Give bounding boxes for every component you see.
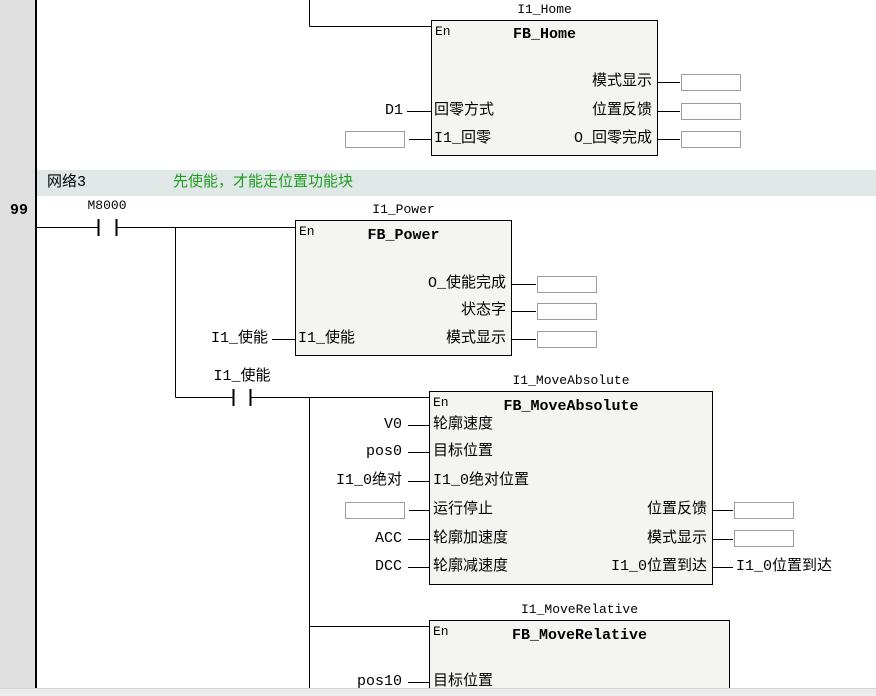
fb-move-relative-block[interactable]: I1_MoveRelative En FB_MoveRelative 目标位置	[429, 603, 730, 690]
fb-move-relative-en-pin: En	[433, 624, 449, 639]
fb-move-absolute-type-name: FB_MoveAbsolute	[503, 398, 639, 415]
fb-move-absolute-input-pin-3: 运行停止	[433, 501, 494, 518]
fb-home-output-operand-field-1[interactable]	[681, 103, 741, 120]
network-3-header[interactable]: 网络3 先使能，才能走位置功能块	[37, 170, 876, 196]
fb-home-en-pin: En	[435, 24, 451, 39]
fb-power-output-operand-field-0[interactable]	[537, 276, 597, 293]
network-3-name: 网络3	[47, 174, 87, 191]
fb-move-absolute-input-pin-5: 轮廓减速度	[433, 558, 509, 575]
fb-move-relative-type-name: FB_MoveRelative	[511, 627, 648, 644]
fb-move-absolute-instance-name: I1_MoveAbsolute	[512, 373, 630, 388]
fb-home-output-pin-0: 模式显示	[591, 73, 652, 90]
fb-move-absolute-output-pin-2: I1_0位置到达	[610, 558, 707, 575]
fb-home-output-operand-field-2[interactable]	[681, 131, 741, 148]
contact-m8000-label[interactable]: M8000	[87, 198, 127, 213]
fb-power-output-operand-field-2[interactable]	[537, 331, 597, 348]
fb-power-output-pin-0: O_使能完成	[427, 275, 506, 292]
fb-move-absolute-output-operand-field-0[interactable]	[734, 502, 794, 519]
fb-move-absolute-output-pin-1: 模式显示	[646, 530, 707, 547]
fb-move-absolute-output-operand-field-1[interactable]	[734, 530, 794, 547]
fb-power-output-pin-1: 状态字	[460, 302, 506, 319]
fb-home-output-pin-1: 位置反馈	[591, 102, 652, 119]
fb-move-absolute-output-operand-2[interactable]: I1_0位置到达	[736, 558, 833, 575]
fb-move-relative-input-operand-0[interactable]: pos10	[356, 673, 402, 690]
fb-home-input-pin-1: I1_回零	[434, 130, 492, 147]
row-number-gutter: 99	[0, 0, 36, 688]
fb-home-block[interactable]: I1_Home En FB_Home 模式显示 位置反馈 O_回零完成 回零方式…	[431, 3, 658, 156]
fb-power-instance-name: I1_Power	[372, 202, 435, 217]
fb-home-input-pin-0: 回零方式	[434, 102, 495, 119]
fb-move-absolute-input-operand-5[interactable]: DCC	[374, 558, 402, 575]
fb-power-input-operand-0[interactable]: I1_使能	[210, 330, 268, 347]
fb-home-instance-name: I1_Home	[517, 2, 572, 17]
fb-move-absolute-input-operand-1[interactable]: pos0	[365, 443, 402, 460]
fb-move-absolute-input-operand-4[interactable]: ACC	[374, 530, 402, 547]
fb-power-block[interactable]: I1_Power En FB_Power O_使能完成 状态字 模式显示 I1_…	[295, 203, 512, 356]
fb-power-output-pin-2: 模式显示	[445, 330, 506, 347]
contact-i1-enable[interactable]	[232, 389, 252, 406]
fb-home-type-name: FB_Home	[512, 26, 576, 43]
network-3-comment: 先使能，才能走位置功能块	[173, 174, 354, 191]
fb-move-relative-instance-name: I1_MoveRelative	[520, 602, 639, 617]
fb-move-relative-input-pin-0: 目标位置	[433, 673, 494, 690]
fb-move-absolute-input-operand-field-3[interactable]	[345, 502, 405, 519]
fb-move-absolute-input-pin-0: 轮廓速度	[433, 416, 494, 433]
fb-power-input-pin-0: I1_使能	[298, 330, 356, 347]
fb-home-output-operand-field-0[interactable]	[681, 74, 741, 91]
fb-power-en-pin: En	[299, 224, 315, 239]
fb-move-absolute-input-pin-1: 目标位置	[433, 443, 494, 460]
fb-move-absolute-en-pin: En	[433, 395, 449, 410]
fb-move-absolute-block[interactable]: I1_MoveAbsolute En FB_MoveAbsolute 轮廓速度 …	[429, 374, 713, 585]
contact-i1-enable-label[interactable]: I1_使能	[213, 368, 271, 385]
fb-home-input-operand-0[interactable]: D1	[384, 102, 403, 119]
fb-move-absolute-output-pin-0: 位置反馈	[646, 501, 707, 518]
fb-home-input-operand-field-1[interactable]	[345, 131, 405, 148]
fb-move-absolute-input-operand-0[interactable]: V0	[383, 416, 402, 433]
fb-move-absolute-input-operand-2[interactable]: I1_0绝对	[335, 472, 402, 489]
fb-power-type-name: FB_Power	[367, 227, 440, 244]
contact-m8000[interactable]	[97, 219, 118, 236]
row-number: 99	[10, 202, 29, 219]
fb-move-absolute-input-pin-4: 轮廓加速度	[433, 530, 509, 547]
bottom-edge	[0, 688, 876, 696]
fb-power-output-operand-field-1[interactable]	[537, 303, 597, 320]
fb-move-absolute-input-pin-2: I1_0绝对位置	[433, 472, 530, 489]
fb-home-output-pin-2: O_回零完成	[573, 130, 652, 147]
